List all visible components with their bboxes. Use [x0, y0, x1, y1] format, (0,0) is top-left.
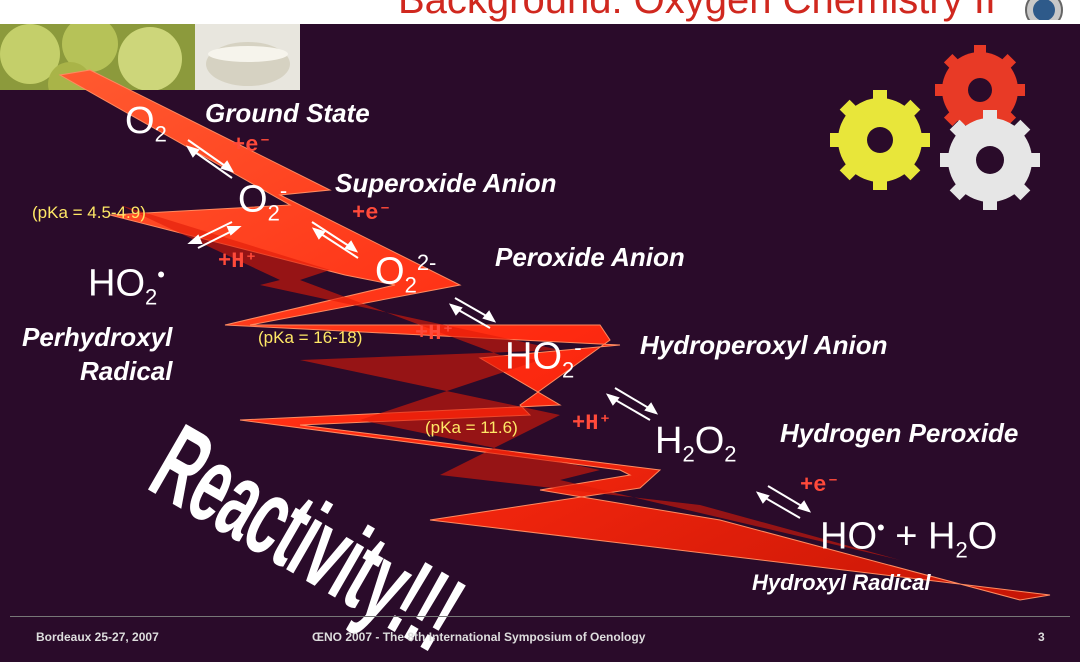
grapes-photo [0, 24, 60, 84]
sign-add-electron-1: +e⁻ [232, 133, 272, 158]
label-hydroxyl-radical: Hydroxyl Radical [752, 570, 931, 595]
label-ground-state: Ground State [205, 98, 370, 128]
label-hydrogen-peroxide: Hydrogen Peroxide [780, 418, 1019, 448]
species-superoxide: O2- [238, 178, 288, 226]
title-bar: Background: Oxygen Chemistry II [0, 0, 1080, 24]
species-peroxide: O22- [375, 250, 437, 298]
sign-add-electron-2: +e⁻ [352, 201, 392, 226]
label-peroxide-anion: Peroxide Anion [495, 242, 685, 272]
sign-add-proton-2: +H⁺ [415, 321, 455, 346]
species-o2: O2 [125, 100, 167, 147]
sign-add-proton-3: +H⁺ [572, 411, 612, 436]
slide-title: Background: Oxygen Chemistry II [397, 0, 996, 22]
pka-peroxide: (pKa = 16-18) [258, 328, 363, 347]
logo-seal-icon [1025, 0, 1063, 20]
footer-center: ŒNO 2007 - The 8th International Symposi… [312, 630, 646, 644]
species-h2o2: H2O2 [655, 420, 737, 467]
species-hydroperoxyl: HO2- [505, 335, 582, 383]
footer-divider [10, 616, 1070, 617]
grapes-and-wine-photo [0, 24, 300, 90]
species-perhydroxyl: HO2• [88, 262, 165, 310]
pka-hydroperoxyl: (pKa = 11.6) [425, 418, 518, 437]
sign-add-electron-3: +e⁻ [800, 473, 840, 498]
species-hydroxyl-plus-water: HO• + H2O [820, 515, 998, 563]
sign-add-proton-1: +H⁺ [218, 249, 258, 274]
label-perhydroxyl-radical: Radical [80, 356, 173, 386]
label-hydroperoxyl-anion: Hydroperoxyl Anion [640, 330, 888, 360]
gears-icon [830, 45, 1040, 210]
label-superoxide-anion: Superoxide Anion [335, 168, 557, 198]
footer-page-number: 3 [1038, 630, 1045, 644]
pka-superoxide: (pKa = 4.5-4.9) [32, 203, 146, 222]
label-perhydroxyl: Perhydroxyl [22, 322, 173, 352]
footer-left: Bordeaux 25-27, 2007 [36, 630, 159, 644]
